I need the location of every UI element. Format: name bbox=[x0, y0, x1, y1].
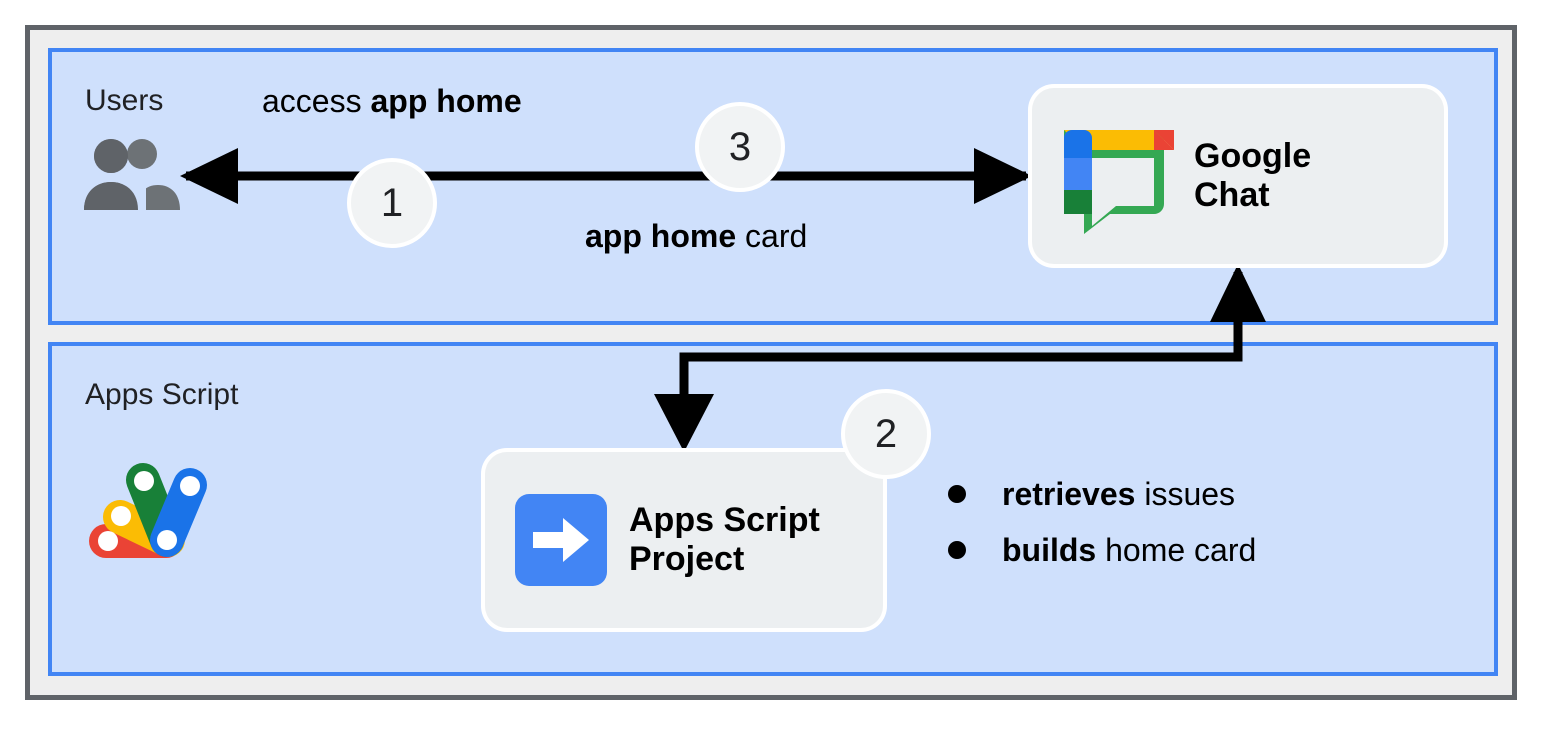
panel-apps-script-label: Apps Script bbox=[85, 378, 239, 411]
edge-label-access-bold: app home bbox=[370, 83, 522, 119]
node-google-chat[interactable]: Google Chat bbox=[1032, 88, 1444, 264]
apps-script-logo bbox=[89, 463, 207, 558]
node-apps-script-project[interactable]: Apps Script Project bbox=[485, 452, 883, 628]
apps-script-project-icon bbox=[515, 494, 607, 586]
apps-script-project-title: Apps Script Project bbox=[629, 501, 820, 578]
panel-users-label: Users bbox=[85, 84, 164, 117]
bullet-text: builds home card bbox=[1002, 532, 1256, 569]
edge-label-card-plain: card bbox=[736, 218, 808, 254]
bullet-bold: builds bbox=[1002, 531, 1097, 568]
step-badge-1[interactable]: 1 bbox=[347, 158, 437, 248]
edge-label-access: access app home bbox=[262, 83, 522, 120]
bullet-plain: home card bbox=[1096, 531, 1257, 568]
bullet-dot-icon bbox=[948, 541, 966, 559]
list-item: builds home card bbox=[948, 522, 1418, 578]
bullet-dot-icon bbox=[948, 485, 966, 503]
bullet-plain: issues bbox=[1135, 475, 1236, 512]
bullet-text: retrieves issues bbox=[1002, 476, 1235, 513]
step-badge-3[interactable]: 3 bbox=[695, 102, 785, 192]
users-icon bbox=[84, 139, 180, 216]
apps-script-actions-list: retrieves issues builds home card bbox=[948, 466, 1418, 578]
bullet-bold: retrieves bbox=[1002, 475, 1136, 512]
google-chat-title: Google Chat bbox=[1194, 137, 1312, 214]
google-chat-icon bbox=[1064, 130, 1174, 234]
edge-label-card: app home card bbox=[585, 218, 807, 255]
step-badge-2[interactable]: 2 bbox=[841, 389, 931, 479]
list-item: retrieves issues bbox=[948, 466, 1418, 522]
edge-label-access-plain: access bbox=[262, 83, 371, 119]
edge-label-card-bold: app home bbox=[585, 218, 737, 254]
